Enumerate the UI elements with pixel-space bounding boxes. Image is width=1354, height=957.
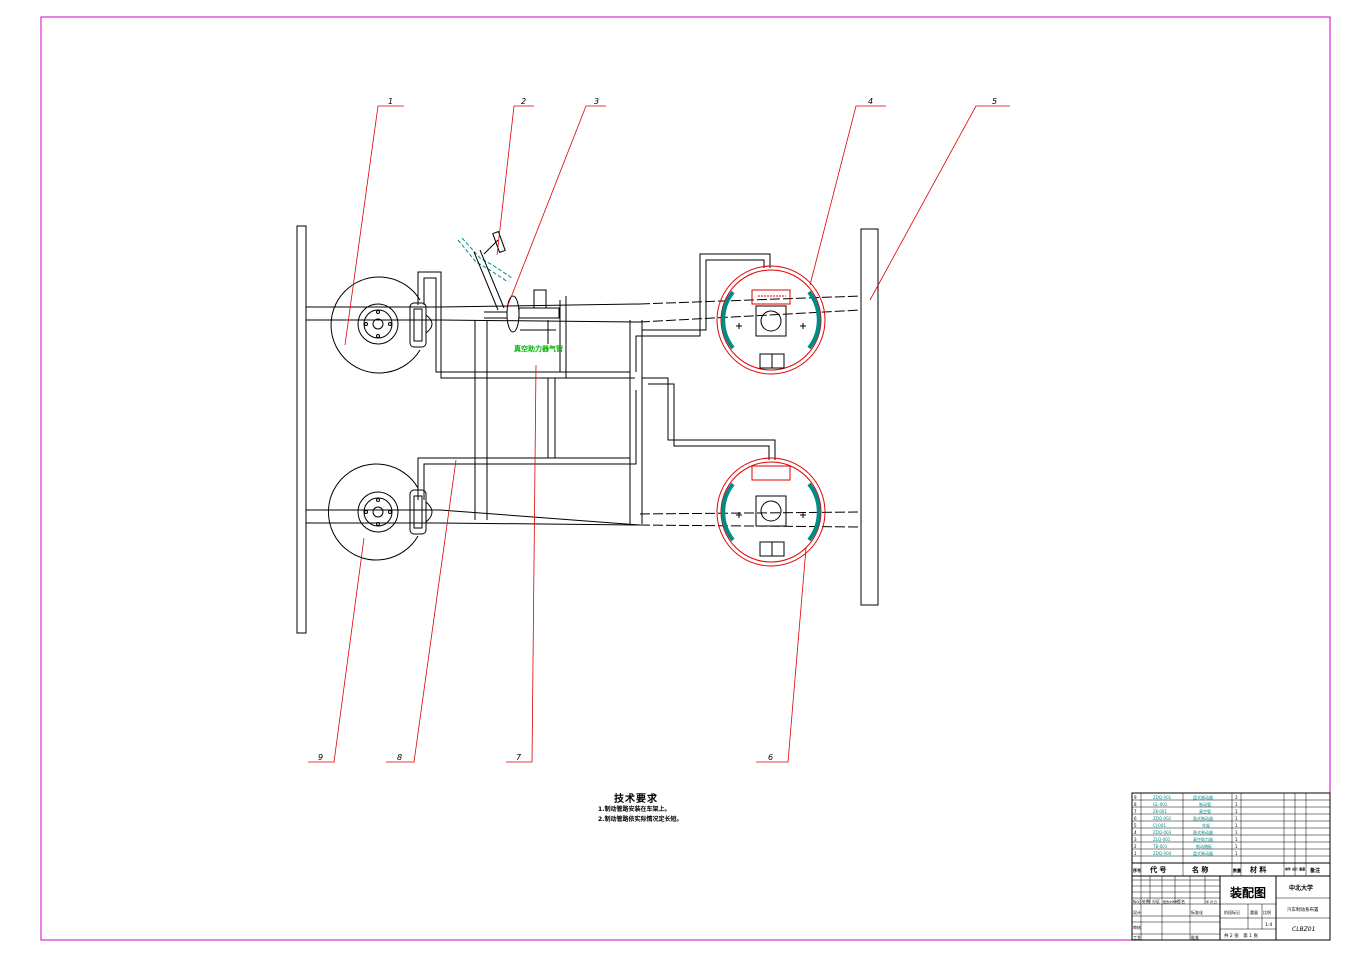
- leader-label-6: 6: [768, 753, 773, 762]
- chassis-frame: [296, 225, 879, 634]
- bom-qty-5: 1: [1235, 823, 1238, 828]
- front-disc-brake-right: [327, 463, 433, 561]
- bom-name-6: 鼓式制动器: [1193, 815, 1213, 821]
- label-standard: 标准化: [1191, 909, 1203, 915]
- leader-label-3: 3: [594, 97, 599, 106]
- bom-seq-3: 3: [1134, 837, 1137, 842]
- bom-seq-2: 2: [1134, 844, 1137, 849]
- bom-qty-2: 1: [1235, 844, 1238, 849]
- rear-drum-brake-right: [716, 457, 826, 567]
- school-name: 中北大学: [1289, 884, 1313, 892]
- bom-qty-1: 1: [1235, 851, 1238, 856]
- bom-seq-4: 4: [1134, 830, 1137, 835]
- bom-code-9: ZDQ-001: [1153, 795, 1172, 800]
- label-stage-mark: 阶段标记: [1224, 909, 1240, 915]
- leader-label-7: 7: [516, 753, 522, 762]
- label-process: 工艺: [1133, 935, 1141, 940]
- bom-seq-1: 1: [1134, 851, 1137, 856]
- label-mark: 标记: [1133, 898, 1141, 904]
- label-design: 设计: [1133, 909, 1141, 915]
- vacuum-booster: [484, 289, 560, 344]
- leader-label-9: 9: [318, 753, 323, 762]
- bom-code-7: ZK-001: [1153, 809, 1167, 814]
- tech-title: 技术要求: [614, 794, 658, 805]
- leader-lines: [308, 105, 1010, 763]
- bom-seq-7: 7: [1134, 809, 1137, 814]
- label-review: 审核: [1133, 924, 1141, 930]
- bom-qty-6: 1: [1235, 816, 1238, 821]
- label-signature: 签名: [1177, 898, 1185, 904]
- bom-name-8: 制动管: [1199, 801, 1211, 807]
- label-change-no: 更改文件号: [1163, 899, 1178, 904]
- bom-name-7: 真空管: [1199, 808, 1211, 814]
- bom-qty-7: 1: [1235, 809, 1238, 814]
- bom-code-4: ZDQ-003: [1153, 830, 1172, 835]
- label-zone: 分区: [1152, 898, 1160, 904]
- brake-pedal: [457, 230, 513, 311]
- bom-name-3: 真空助力器: [1193, 836, 1213, 842]
- technical-requirements: 技术要求 1.制动管路安装在车架上。 2.制动管路依实际情况定长短。: [598, 790, 682, 825]
- bom-name-5: 车架: [1202, 822, 1210, 828]
- bom-name-1: 盘式制动器: [1193, 850, 1213, 856]
- bom-header-name: 名 称: [1192, 865, 1208, 874]
- bom-header-weight: 单件 总计 重量: [1285, 866, 1305, 871]
- bom-name-2: 制动踏板: [1196, 843, 1212, 849]
- leader-label-1: 1: [388, 97, 393, 106]
- brake-lines: [417, 253, 776, 500]
- label-date: 年.月.日: [1206, 899, 1217, 904]
- drawing-scale: 1:4: [1265, 922, 1272, 928]
- bom-header-seq: 序号: [1132, 867, 1141, 873]
- tech-item-2: 2.制动管路依实际情况定长短。: [598, 816, 683, 823]
- drawing-number: CLBZ01: [1292, 926, 1315, 933]
- bom-code-3: ZLQ-001: [1153, 837, 1171, 842]
- bom-header-code: 代 号: [1149, 865, 1166, 874]
- bom-header-material: 材 料: [1249, 865, 1266, 874]
- bom-header-qty: 数量: [1232, 867, 1241, 873]
- label-weight: 重量: [1250, 909, 1258, 915]
- bom-code-8: GL-001: [1153, 802, 1168, 807]
- bom-seq-9: 9: [1134, 795, 1137, 800]
- bom-seq-6: 6: [1134, 816, 1137, 821]
- leader-label-5: 5: [992, 97, 997, 106]
- drawing-type: 装配图: [1229, 885, 1266, 900]
- leader-labels: 1 2 3 4 5 6 7 8 9: [318, 97, 997, 762]
- leader-label-8: 8: [397, 753, 402, 762]
- bom-seq-5: 5: [1134, 823, 1137, 828]
- bom-header-note: 备注: [1309, 867, 1320, 874]
- bom-code-1: ZDQ-004: [1153, 851, 1172, 856]
- tech-item-1: 1.制动管路安装在车架上。: [598, 806, 671, 813]
- front-disc-brake-left: [330, 276, 433, 374]
- drawing-frame: [40, 16, 1331, 941]
- leader-label-2: 2: [521, 97, 526, 106]
- rear-drum-brake-left: [716, 265, 826, 375]
- sheet-count: 共 2 张 第 1 张: [1224, 932, 1258, 939]
- bom-seq-8: 8: [1134, 802, 1137, 807]
- bom-qty-8: 1: [1235, 802, 1238, 807]
- bom-code-5: CJ-001: [1153, 823, 1166, 828]
- bom-name-9: 盘式制动器: [1193, 794, 1213, 800]
- bom-code-6: ZDQ-002: [1153, 816, 1172, 821]
- label-approve: 批准: [1191, 934, 1199, 940]
- bom-qty-3: 1: [1235, 837, 1238, 842]
- leader-label-4: 4: [868, 97, 873, 106]
- bom-qty-9: 2: [1235, 795, 1238, 800]
- drawing-name: 汽车制动系布置: [1287, 906, 1319, 913]
- bom-qty-4: 1: [1235, 830, 1238, 835]
- bom-name-4: 鼓式制动器: [1193, 829, 1213, 835]
- bom-code-2: TB-001: [1152, 844, 1168, 849]
- label-count: 处数: [1142, 898, 1150, 904]
- vacuum-hose-note: 真空助力器气管: [514, 344, 563, 353]
- title-block: 9 ZDQ-001 盘式制动器 2 8 GL-001 制动管 1 7 ZK-00…: [1131, 792, 1331, 941]
- label-ratio: 比例: [1263, 909, 1271, 915]
